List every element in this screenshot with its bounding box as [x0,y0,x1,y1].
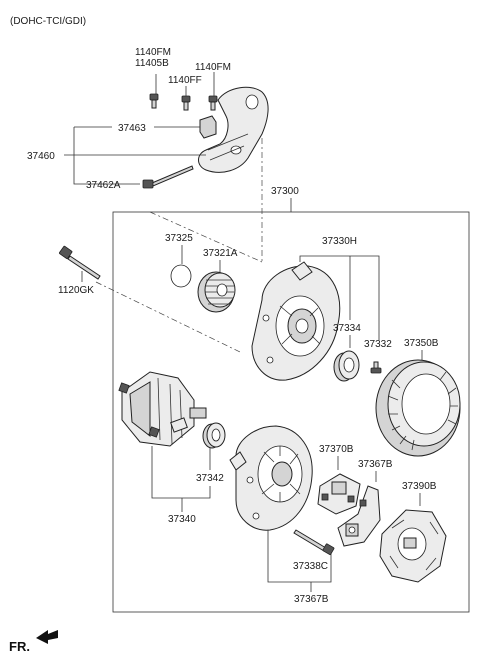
label-37367b-lower: 37367B [294,594,329,605]
label-37370b: 37370B [319,444,354,455]
voltage-regulator [317,473,361,515]
rear-cover [379,509,447,583]
bolt-37338c [293,529,335,555]
stator [375,359,461,457]
label-37342: 37342 [196,473,224,484]
rear-bearing [202,422,226,449]
label-1140ff: 1140FF [168,75,202,86]
bolt-1140fm-right [208,95,218,111]
bolt-1140ff [181,95,191,111]
label-37332: 37332 [364,339,392,350]
label-37300: 37300 [271,186,299,197]
front-housing [251,261,341,381]
rear-housing [229,425,313,531]
label-1140fm-right: 1140FM [195,62,231,73]
label-37460: 37460 [27,151,55,162]
label-37334: 37334 [333,323,361,334]
label-37338c: 37338C [293,561,328,572]
bracket-spacer [199,115,217,139]
label-37330h: 37330H [322,236,357,247]
label-37462a: 37462A [86,180,121,191]
label-37390b: 37390B [402,481,437,492]
snap-ring [170,264,192,288]
header-title: (DOHC-TCI/GDI) [10,16,86,27]
bracket-assembly [142,86,269,189]
label-37463: 37463 [118,123,146,134]
screw-37332 [370,361,382,374]
bolt-1140fm-left [149,93,159,109]
label-1120gk: 1120GK [58,285,94,296]
label-37321a: 37321A [203,248,238,259]
long-bolt-37462a [142,165,194,189]
front-bearing [333,350,360,382]
pulley [197,271,236,313]
brush-holder [337,485,381,547]
label-37367b-upper: 37367B [358,459,393,470]
label-37325: 37325 [165,233,193,244]
label-37350b: 37350B [404,338,439,349]
label-11405b: 11405B [135,58,169,69]
direction-arrow-icon [36,630,58,644]
assembly-frame [112,211,470,613]
through-bolt-1120gk [59,245,101,280]
direction-label: FR. [9,639,30,654]
rotor [118,371,207,447]
label-37340: 37340 [168,514,196,525]
label-1140fm-left: 1140FM [135,47,171,58]
